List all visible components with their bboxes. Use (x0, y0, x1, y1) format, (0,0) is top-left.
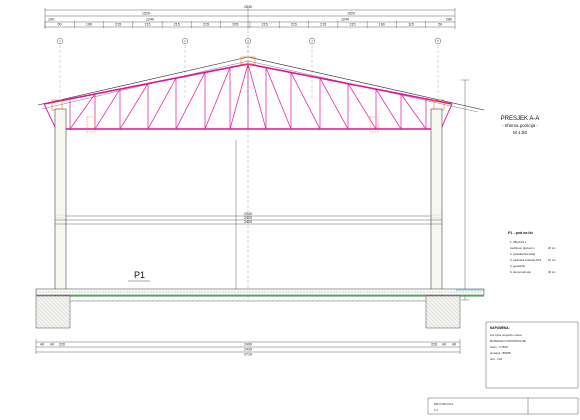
sub-left-dim: 1240 (146, 18, 154, 22)
section-scale: M 1:50 (513, 130, 527, 135)
legend-item: 3. toplinska izolacija XPS (510, 258, 541, 262)
edge-left-dim: 100 (48, 18, 54, 22)
legend-value: 10 cm (548, 258, 556, 262)
note-line: beton - C 25/30 (490, 345, 508, 349)
segment-dim: 215 (145, 23, 151, 27)
legend-item: 4. geotekstil (510, 264, 525, 268)
segment-dim: 215 (174, 23, 180, 27)
legend-item: završnom glazurom (510, 246, 535, 250)
segment-dim: 215 (291, 23, 297, 27)
axis-bubble (57, 38, 64, 45)
segment-dim: 50 (58, 23, 62, 27)
segment-dim: 215 (203, 23, 209, 27)
legend-item: 2. polietilenska folija (510, 252, 535, 256)
footing-hatch (35, 295, 461, 329)
notes-lines: sve mjere provjeriti u naraviMATERIJALI … (490, 333, 527, 361)
segment-dim: 190 (379, 23, 385, 27)
segment-dim: 205 (232, 23, 238, 27)
stamp-number: 5.4. (434, 408, 439, 412)
bottom-left-dim: 40 (40, 343, 44, 347)
note-line: sve mjere provjeriti u naravi (490, 333, 522, 337)
segment-dim: 50 (438, 23, 442, 27)
legend-item: 1. AB ploča s (510, 240, 527, 244)
bottom-right-dim: 220 (431, 343, 437, 347)
note-line: MATERIJALI KONSTRUKCIJE: (490, 339, 527, 343)
bottom-right-dim: 40 (452, 343, 456, 347)
axis-label: 1 (59, 39, 61, 43)
axis-label: 4 (311, 39, 313, 43)
total-width-dim: 2840 (244, 5, 252, 9)
axis-bubble (435, 38, 442, 45)
roof-cover (37, 56, 485, 113)
interior-dimensions (55, 79, 469, 301)
stamp-label: BROJ PRILOGA (434, 402, 453, 406)
bottom-left-dim: 40 (50, 343, 54, 347)
axis-label: 3 (247, 39, 249, 43)
segment-dim: 215 (262, 23, 268, 27)
half-right-dim: 1520 (347, 12, 355, 16)
floor-dim-1: 2040 (244, 212, 252, 216)
section-title: PRESJEK A-A (501, 116, 540, 122)
axis-label: 5 (437, 39, 439, 43)
edge-right-dim: 280 (446, 18, 452, 22)
title-block (427, 397, 579, 415)
axis-bubble (181, 38, 188, 45)
note-line: drvo - C24 (490, 357, 503, 361)
segment-dim: 115 (408, 23, 414, 27)
bottom-left-dim: 220 (59, 343, 65, 347)
bottom-dim-total: 2710 (244, 353, 252, 357)
legend-title: P1 - pod na tlu (508, 231, 533, 235)
bottom-right-dim: 40 (442, 343, 446, 347)
floor-slab (35, 288, 485, 329)
sub-right-dim: 1240 (341, 18, 349, 22)
bottom-dim-inner-2: 2430 (244, 348, 252, 352)
bottom-dim-inner-1: 2400 (244, 343, 252, 347)
floor-label-p1: P1 (134, 270, 145, 280)
segment-dim: 215 (320, 23, 326, 27)
floor-dim-3: 2420 (244, 220, 252, 224)
bottom-dimensions (35, 339, 461, 354)
legend-value: 30 cm (548, 270, 556, 274)
section-subtitle: - shema pozicija - (502, 123, 538, 128)
note-line: armatura - B500B (490, 351, 511, 355)
notes-box (485, 321, 579, 389)
half-left-dim: 1520 (142, 12, 150, 16)
segment-dimensions: 50 190 215 215 215 215 205 215 215 215 215 190 115 50 (44, 21, 442, 28)
floor-legend: 1. AB ploča s završnom glazurom 20 cm 2. po… (510, 240, 556, 274)
wall-hatch (55, 214, 442, 219)
walls (54, 108, 443, 300)
axis-bubble (309, 38, 316, 45)
floor-dim-2: 2420 (244, 216, 252, 220)
segment-dim: 215 (350, 23, 356, 27)
legend-value: 20 cm (548, 246, 556, 250)
legend-item: 5. tamponski sloj (510, 270, 531, 274)
segment-dim: 215 (115, 23, 121, 27)
axis-markers: 1 2 3 4 5 (57, 38, 442, 100)
notes-title: NAPOMENA: (490, 326, 510, 330)
segment-dim: 190 (86, 23, 92, 27)
bottom-side-dimensions: 40 40 220 220 40 40 (40, 343, 456, 347)
axis-label: 2 (184, 39, 186, 43)
